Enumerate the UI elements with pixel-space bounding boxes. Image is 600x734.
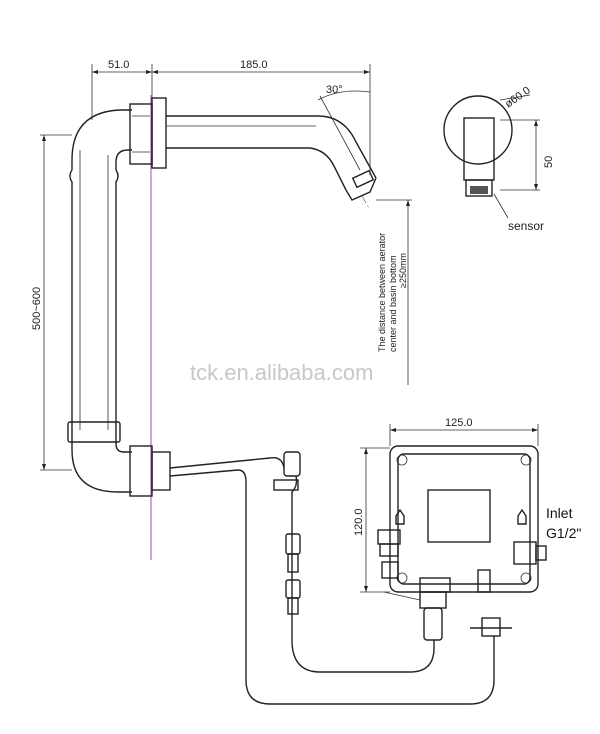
sensor-label: sensor — [508, 219, 544, 233]
top-dimension-lines — [91, 64, 371, 175]
control-box — [377, 445, 547, 641]
faucet-spout — [151, 97, 377, 211]
dim-angle: 30° — [326, 84, 343, 96]
distance-note-line1: The distance between aerator — [377, 233, 387, 352]
distance-value: ≥250mm — [398, 253, 408, 288]
dim-height-range: 500~600 — [31, 287, 43, 330]
inlet-thread-label: G1/2" — [546, 525, 581, 541]
dim-spout-length: 185.0 — [240, 59, 268, 71]
dim-box-width: 125.0 — [445, 417, 473, 429]
dim-flange-diameter: ø60.0 — [503, 84, 533, 110]
sensor-cable — [169, 451, 512, 705]
sensor-side-view — [443, 94, 540, 219]
angle-indicator — [317, 90, 371, 171]
dim-wall-offset: 51.0 — [108, 59, 129, 71]
supply-pipe-lower — [67, 420, 171, 497]
dim-sensor-height: 50 — [543, 156, 555, 168]
control-box-dimensions — [360, 424, 539, 593]
watermark: tck.en.alibaba.com — [190, 360, 373, 385]
height-dimension — [40, 134, 72, 471]
distance-note-line2: center and basin bottom — [388, 255, 398, 352]
dim-box-height: 120.0 — [353, 508, 365, 536]
aerator-distance-dimension — [376, 199, 412, 385]
inlet-label: Inlet — [546, 505, 573, 521]
supply-pipe-upper — [69, 103, 153, 430]
